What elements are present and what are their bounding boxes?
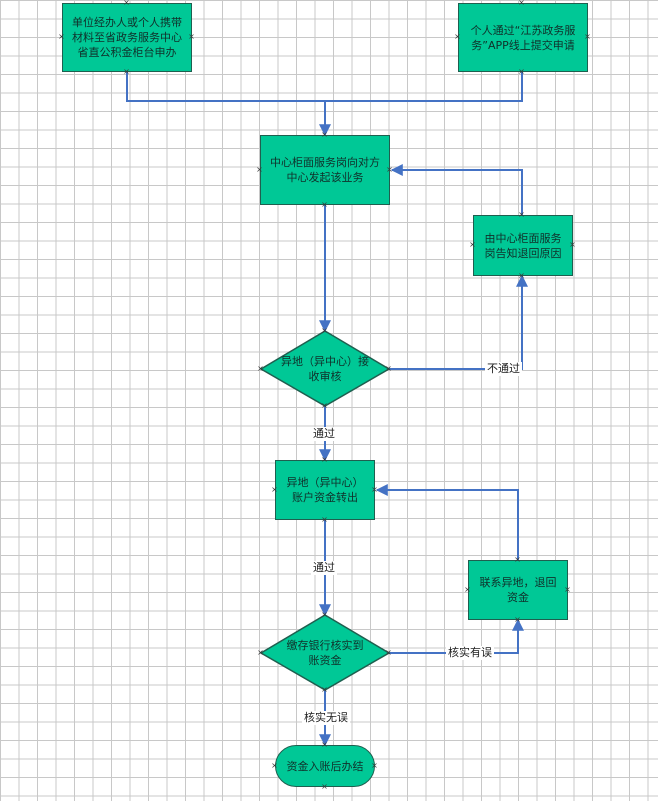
- connection-handle-marker: ×: [371, 761, 378, 770]
- box-notify-return-label: 由中心柜面服务岗告知退回原因: [484, 231, 562, 260]
- connection-handle-marker: ×: [564, 585, 571, 594]
- connection-handle-marker: ×: [518, 210, 525, 219]
- decision-remote-review-label: 异地（异中心）接收审核: [281, 355, 369, 383]
- box-individual-app: 个人通过“江苏政务服务”APP线上提交申请: [458, 3, 588, 72]
- connection-handle-marker: ×: [386, 165, 393, 174]
- edge-label-pass-2: 通过: [311, 561, 337, 575]
- connection-handle-marker: ×: [371, 485, 378, 494]
- connection-handle-marker: ×: [257, 648, 264, 657]
- connection-handle-marker: ×: [518, 0, 525, 7]
- edge-label-pass-1: 通过: [311, 427, 337, 441]
- connection-handle-marker: ×: [321, 610, 328, 619]
- connection-handle-marker: ×: [569, 240, 576, 249]
- box-notify-return: 由中心柜面服务岗告知退回原因: [473, 215, 573, 276]
- connection-handle-marker: ×: [321, 200, 328, 209]
- connection-handle-marker: ×: [271, 485, 278, 494]
- connection-handle-marker: ×: [385, 648, 392, 657]
- terminal-finish-label: 资金入账后办结: [286, 759, 364, 773]
- connection-handle-marker: ×: [321, 515, 328, 524]
- terminal-finish: 资金入账后办结: [275, 745, 375, 787]
- connection-handle-marker: ×: [518, 271, 525, 280]
- box-unit-agent: 单位经办人或个人携带材料至省政务服务中心省直公积金柜台申办: [62, 3, 192, 72]
- connection-handle-marker: ×: [469, 240, 476, 249]
- decision-remote-review: [259, 330, 391, 407]
- connection-handle-marker: ×: [514, 555, 521, 564]
- connection-handle-marker: ×: [58, 32, 65, 41]
- arrow-contact-to-transfer: [375, 484, 519, 560]
- connection-handle-marker: ×: [257, 364, 264, 373]
- connection-handle-marker: ×: [464, 585, 471, 594]
- edge-label-not-pass: 不通过: [485, 362, 522, 376]
- connector-app-merge: [325, 72, 523, 102]
- box-remote-transfer-label: 异地（异中心）账户资金转出: [286, 476, 364, 504]
- box-individual-app-label: 个人通过“江苏政务服务”APP线上提交申请: [470, 23, 576, 52]
- connection-handle-marker: ×: [385, 364, 392, 373]
- connection-handle-marker: ×: [256, 165, 263, 174]
- connection-handle-marker: ×: [188, 32, 195, 41]
- box-center-initiate: 中心柜面服务岗向对方中心发起该业务: [260, 135, 390, 205]
- connection-handle-marker: ×: [514, 615, 521, 624]
- box-center-initiate-label: 中心柜面服务岗向对方中心发起该业务: [270, 156, 380, 184]
- arrow-verify-to-contact: [389, 618, 524, 654]
- edge-label-verify-error: 核实有误: [446, 646, 494, 660]
- decision-bank-verify: [259, 614, 391, 691]
- edge-label-verify-ok: 核实无误: [302, 711, 350, 725]
- arrow-notify-to-center: [390, 164, 523, 215]
- box-remote-transfer: 异地（异中心）账户资金转出: [275, 460, 375, 520]
- connection-handle-marker: ×: [321, 455, 328, 464]
- connection-handle-marker: ×: [321, 326, 328, 335]
- connection-handle-marker: ×: [123, 0, 130, 7]
- connection-handle-marker: ×: [321, 401, 328, 410]
- connection-handle-marker: ×: [321, 130, 328, 139]
- connection-handle-marker: ×: [321, 685, 328, 694]
- connection-handle-marker: ×: [123, 67, 130, 76]
- connection-handle-marker: ×: [454, 32, 461, 41]
- box-contact-remote: 联系异地，退回资金: [468, 560, 568, 620]
- box-unit-agent-label: 单位经办人或个人携带材料至省政务服务中心省直公积金柜台申办: [72, 16, 182, 59]
- connection-handle-marker: ×: [321, 740, 328, 749]
- connection-handle-marker: ×: [584, 32, 591, 41]
- connector-unit-merge: [126, 72, 325, 102]
- connection-handle-marker: ×: [518, 67, 525, 76]
- arrow-review-to-notify: [389, 274, 528, 370]
- connection-handle-marker: ×: [271, 761, 278, 770]
- box-contact-remote-label: 联系异地，退回资金: [479, 576, 557, 604]
- connection-handle-marker: ×: [321, 782, 328, 791]
- decision-bank-verify-label: 缴存银行核实到账资金: [286, 639, 364, 667]
